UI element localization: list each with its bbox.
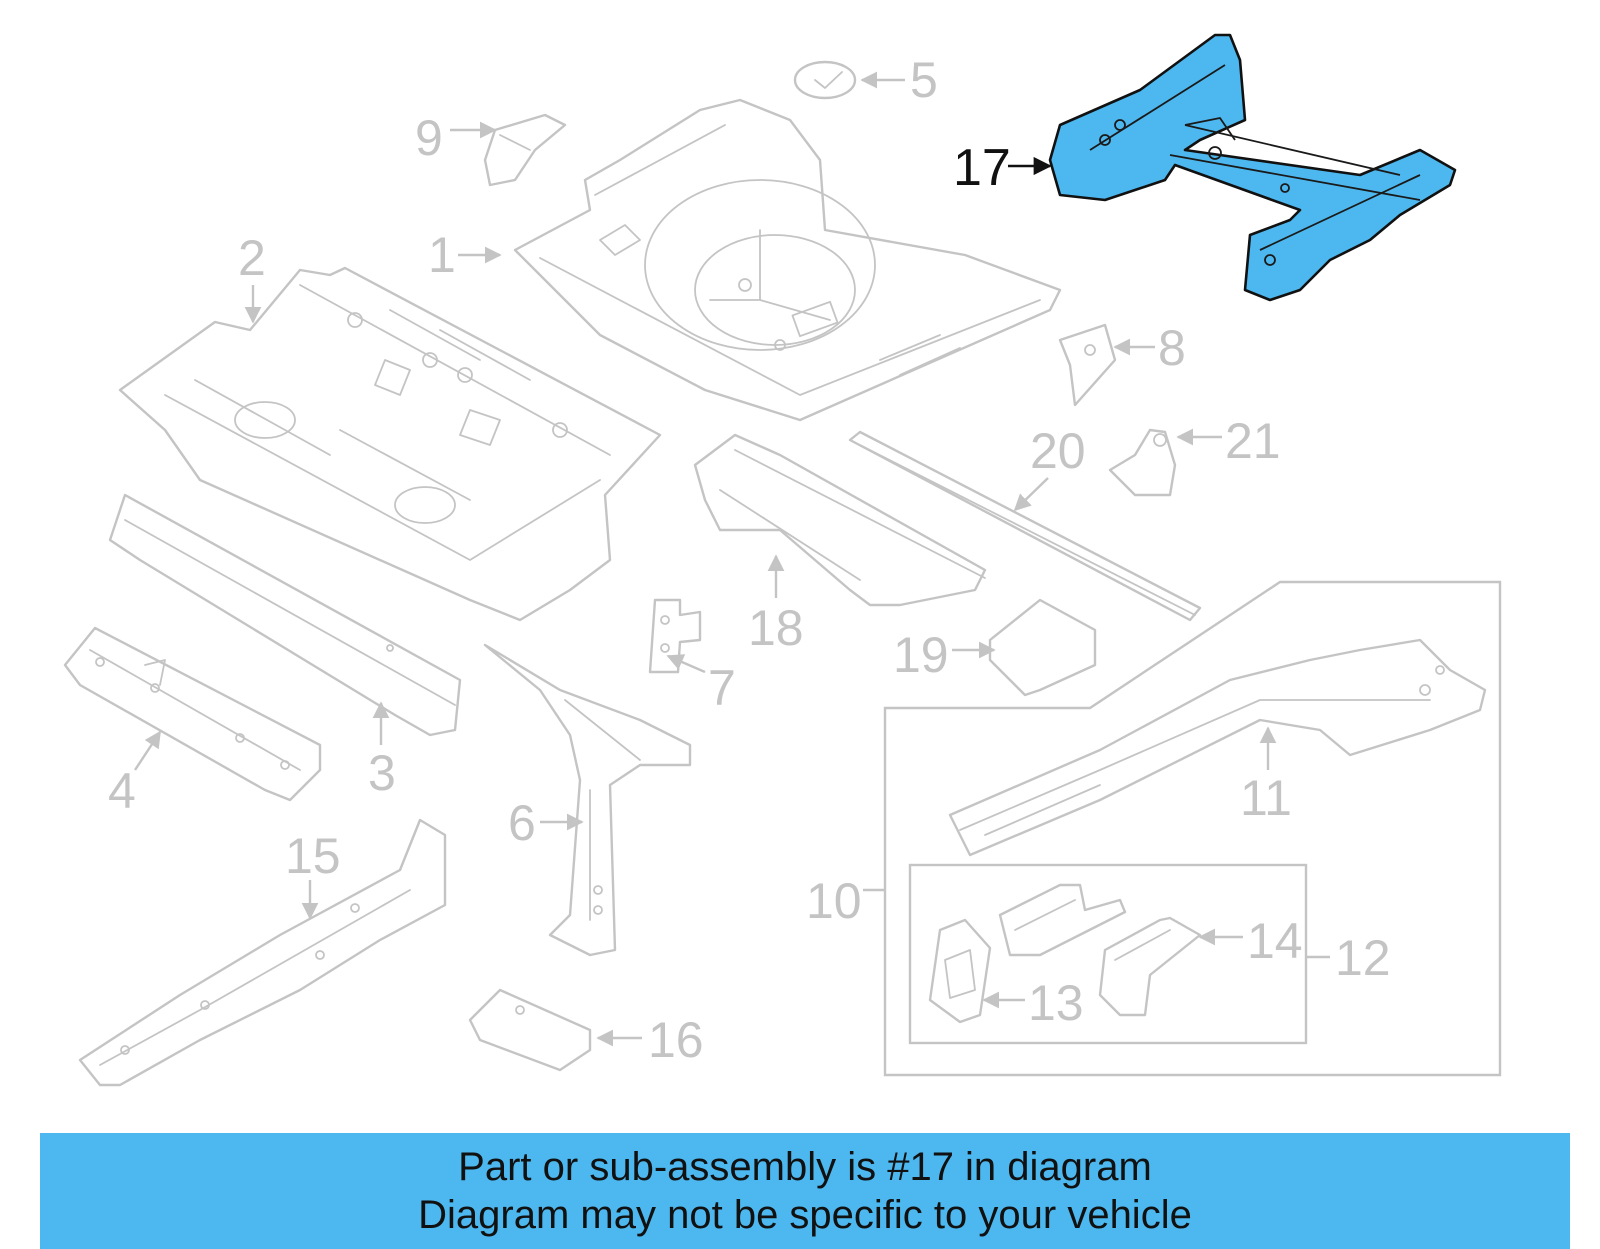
group-box-10 <box>883 580 1502 1077</box>
part-9-bracket <box>483 113 567 187</box>
callout-19: 19 <box>893 627 949 683</box>
callout-16: 16 <box>648 1012 704 1068</box>
part-11-side-rail <box>948 638 1487 857</box>
callout-21: 21 <box>1225 413 1281 469</box>
callouts: 1 2 3 4 5 6 7 8 9 10 11 12 13 <box>108 52 1391 1068</box>
callout-9: 9 <box>415 110 443 166</box>
callout-8: 8 <box>1158 320 1186 376</box>
callout-17: 17 <box>953 139 1011 197</box>
callout-7: 7 <box>708 660 736 716</box>
part-1-rear-floor-pan <box>513 98 1062 422</box>
part-7-bracket <box>648 598 702 674</box>
part-6-pillar <box>483 643 692 957</box>
part-21-bracket <box>1108 428 1177 497</box>
part-12-bracket <box>998 883 1127 957</box>
part-5-plug <box>793 60 857 100</box>
callout-11: 11 <box>1240 770 1292 826</box>
callout-3: 3 <box>368 745 396 801</box>
callout-2: 2 <box>238 230 266 286</box>
part-16-bracket <box>468 988 592 1072</box>
part-8-bracket <box>1058 323 1117 407</box>
callout-5: 5 <box>910 52 938 108</box>
part-17-highlighted-crossmember <box>1048 33 1457 302</box>
part-19-bracket <box>988 598 1097 697</box>
part-14-bracket <box>1098 916 1202 1017</box>
callout-10: 10 <box>806 873 862 929</box>
callout-14: 14 <box>1247 913 1303 969</box>
part-15-rail <box>78 818 447 1087</box>
callout-12: 12 <box>1335 930 1391 986</box>
banner-line-1: Part or sub-assembly is #17 in diagram <box>458 1145 1152 1189</box>
callout-1: 1 <box>428 227 456 283</box>
part-13-panel <box>928 918 992 1024</box>
callout-4: 4 <box>108 763 136 819</box>
callout-20: 20 <box>1030 423 1086 479</box>
part-3-cross-member <box>108 493 462 737</box>
callout-15: 15 <box>285 828 341 884</box>
part-2-front-floor-pan <box>118 266 662 622</box>
callout-18: 18 <box>748 600 804 656</box>
part-4-cross-member <box>63 626 322 802</box>
banner-line-2: Diagram may not be specific to your vehi… <box>418 1193 1192 1237</box>
part-18-rail <box>693 433 987 607</box>
callout-6: 6 <box>508 795 536 851</box>
group-box-12 <box>908 863 1308 1045</box>
callout-13: 13 <box>1028 975 1084 1031</box>
part-20-strip <box>848 430 1202 622</box>
info-banner: Part or sub-assembly is #17 in diagram D… <box>40 1133 1570 1249</box>
